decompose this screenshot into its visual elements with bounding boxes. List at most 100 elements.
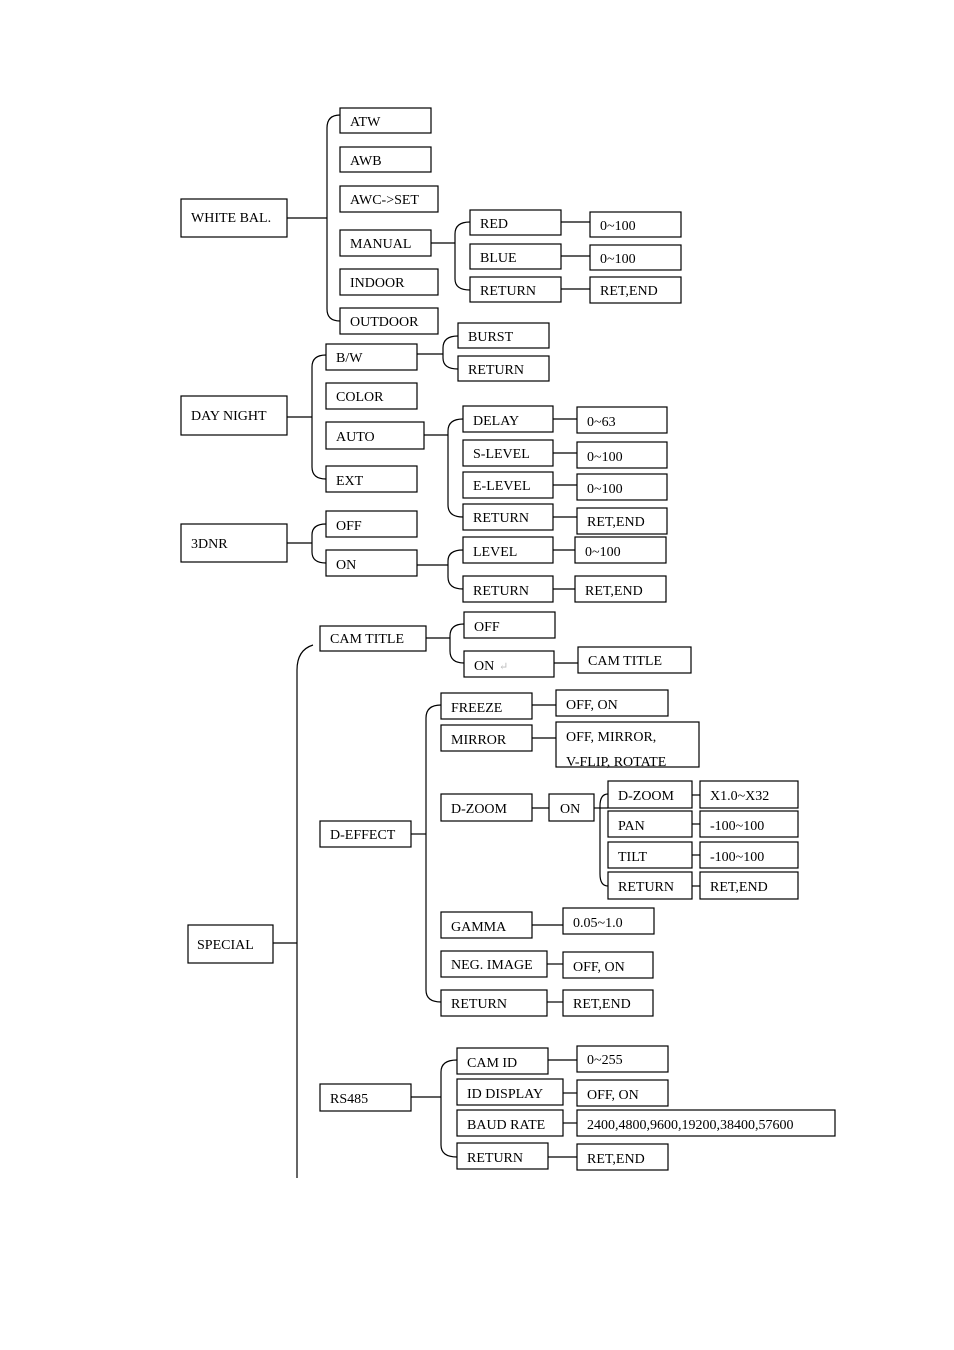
- rs-return-label: RETURN: [467, 1151, 523, 1166]
- mirror-value-line-1: OFF, MIRROR,: [566, 730, 656, 745]
- auto-return-value-label: RET,END: [587, 515, 645, 530]
- dnr-on-node: [325, 549, 418, 577]
- cam-title-value-node: [577, 646, 692, 674]
- bracket: [311, 354, 327, 480]
- baud-rate-label: BAUD RATE: [467, 1118, 545, 1133]
- bracket: [599, 793, 609, 887]
- 3dnr-node: [180, 523, 288, 563]
- cam-id-node: [456, 1047, 549, 1075]
- rs485-label: RS485: [330, 1092, 368, 1107]
- freeze-label: FREEZE: [451, 701, 502, 716]
- tilt-label: TILT: [618, 850, 647, 865]
- dnr-level-node: [462, 536, 554, 564]
- bracket: [296, 644, 314, 1178]
- cam-id-label: CAM ID: [467, 1056, 517, 1071]
- delay-range-node: [576, 406, 668, 434]
- cam-title-value-label: CAM TITLE: [588, 654, 662, 669]
- wb-return-label: RETURN: [480, 284, 536, 299]
- bracket: [454, 221, 471, 291]
- s-level-node: [462, 439, 554, 467]
- day-night-label: DAY NIGHT: [191, 409, 267, 424]
- white-balance-section: WHITE BAL. ATW AWB AWC->SET MANUAL INDOO…: [180, 107, 682, 335]
- effect-return-node: [440, 989, 548, 1017]
- color-label: COLOR: [336, 390, 384, 405]
- neg-image-label: NEG. IMAGE: [451, 958, 533, 973]
- special-node: [187, 924, 274, 964]
- neg-image-value-node: [562, 951, 654, 979]
- d-effect-label: D-EFFECT: [330, 828, 396, 843]
- mirror-value-node: [555, 721, 700, 768]
- d-effect-node: [319, 820, 412, 848]
- dnr-return-value-label: RET,END: [585, 584, 643, 599]
- burst-node: [457, 322, 550, 349]
- manual-label: MANUAL: [350, 237, 411, 252]
- blue-range-label: 0~100: [600, 252, 636, 267]
- outdoor-label: OUTDOOR: [350, 315, 419, 330]
- id-display-label: ID DISPLAY: [467, 1087, 543, 1102]
- auto-node: [325, 421, 425, 450]
- awb-label: AWB: [350, 154, 382, 169]
- effect-return-value-node: [562, 989, 654, 1017]
- wb-return-node: [469, 276, 562, 303]
- baud-rate-node: [456, 1109, 564, 1137]
- bw-return-node: [457, 355, 550, 382]
- zoom-return-value-label: RET,END: [710, 880, 768, 895]
- blue-range-node: [589, 244, 682, 271]
- gamma-range-label: 0.05~1.0: [573, 916, 623, 931]
- e-level-label: E-LEVEL: [473, 479, 531, 494]
- s-level-label: S-LEVEL: [473, 447, 530, 462]
- bracket: [442, 335, 459, 370]
- zoom-return-value-node: [699, 871, 799, 900]
- cam-title-off-label: OFF: [474, 620, 500, 635]
- id-display-value-label: OFF, ON: [587, 1088, 639, 1103]
- d-zoom-sub-label: D-ZOOM: [618, 789, 675, 804]
- rs485-node: [319, 1083, 412, 1112]
- bracket: [449, 623, 465, 664]
- awb-node: [339, 146, 432, 173]
- day-night-section: DAY NIGHT B/W COLOR AUTO EXT BURST RETUR…: [180, 322, 668, 535]
- tilt-range-label: -100~100: [710, 850, 764, 865]
- dnr-level-label: LEVEL: [473, 545, 517, 560]
- outdoor-node: [339, 307, 439, 335]
- 3dnr-label: 3DNR: [191, 537, 228, 552]
- gamma-label: GAMMA: [451, 920, 507, 935]
- id-display-node: [456, 1078, 564, 1106]
- neg-image-value-label: OFF, ON: [573, 960, 625, 975]
- gamma-node: [440, 911, 533, 939]
- dnr-on-label: ON: [336, 558, 356, 573]
- e-level-range-node: [576, 473, 668, 501]
- red-label: RED: [480, 217, 508, 232]
- red-node: [469, 209, 562, 236]
- delay-label: DELAY: [473, 414, 519, 429]
- indoor-label: INDOOR: [350, 276, 405, 291]
- cam-title-off-node: [463, 611, 556, 639]
- white-balance-node: [180, 198, 288, 238]
- red-range-node: [589, 211, 682, 238]
- bracket: [447, 418, 464, 518]
- white-balance-label: WHITE BAL.: [191, 211, 271, 226]
- dnr-off-node: [325, 510, 418, 538]
- auto-return-value-node: [576, 507, 668, 535]
- effect-return-label: RETURN: [451, 997, 507, 1012]
- bracket: [440, 1059, 458, 1158]
- bw-return-label: RETURN: [468, 363, 524, 378]
- ext-label: EXT: [336, 474, 364, 489]
- baud-rate-value-label: 2400,4800,9600,19200,38400,57600: [587, 1118, 794, 1133]
- d-zoom-on-label: ON: [560, 802, 580, 817]
- dnr-level-range-label: 0~100: [585, 545, 621, 560]
- cam-id-range-node: [576, 1045, 669, 1073]
- awc-set-node: [339, 185, 439, 213]
- d-zoom-label: D-ZOOM: [451, 802, 508, 817]
- e-level-node: [462, 471, 554, 499]
- delay-range-label: 0~63: [587, 415, 616, 430]
- special-section: SPECIAL CAM TITLE OFF ON ↵ CAM TITLE D-E…: [187, 611, 836, 1178]
- blue-label: BLUE: [480, 251, 517, 266]
- d-zoom-range-node: [699, 780, 799, 809]
- baud-rate-value-node: [576, 1109, 836, 1137]
- blue-node: [469, 243, 562, 270]
- auto-return-label: RETURN: [473, 511, 529, 526]
- bracket: [311, 523, 327, 564]
- d-zoom-on-node: [548, 793, 595, 822]
- pan-label: PAN: [618, 819, 645, 834]
